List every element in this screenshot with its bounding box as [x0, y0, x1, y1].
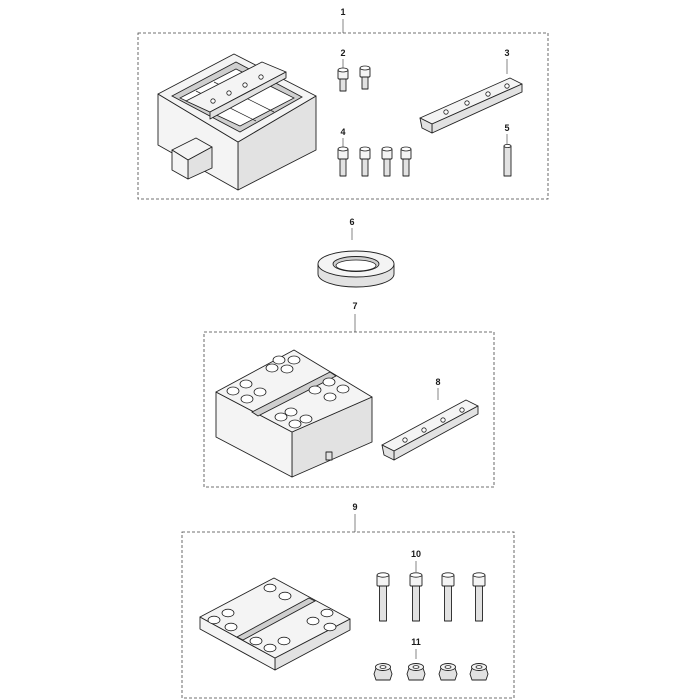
part-10-long-screws[interactable]: [376, 572, 486, 622]
part-5-dowel-pin[interactable]: [503, 143, 512, 177]
part-6-seal-ring[interactable]: [317, 250, 395, 288]
callout-4[interactable]: 4: [340, 127, 345, 137]
part-2-short-screws[interactable]: [337, 65, 371, 92]
callout-1[interactable]: 1: [340, 7, 345, 17]
part-9-base-plate[interactable]: [199, 577, 351, 671]
callout-2[interactable]: 2: [340, 48, 345, 58]
group-9: 9 10: [181, 502, 515, 699]
part-3-jaw-plate[interactable]: [419, 77, 523, 134]
group-1: 1 2: [137, 7, 549, 200]
group-7-frame: [203, 331, 495, 488]
callout-6[interactable]: 6: [349, 217, 354, 227]
callout-3[interactable]: 3: [504, 48, 509, 58]
part-11-nuts[interactable]: [373, 663, 489, 681]
callout-5[interactable]: 5: [504, 123, 509, 133]
part-4-cap-screws[interactable]: [337, 146, 412, 177]
part-7-fixture-block[interactable]: [215, 349, 373, 478]
group-9-frame: [181, 531, 515, 699]
group-6: 6: [317, 217, 395, 288]
callout-8[interactable]: 8: [435, 377, 440, 387]
callout-9[interactable]: 9: [352, 502, 357, 512]
callout-11[interactable]: 11: [411, 637, 421, 647]
part-1-vise-block[interactable]: [157, 53, 317, 191]
callout-7[interactable]: 7: [352, 301, 357, 311]
group-7: 7: [203, 301, 495, 488]
part-8-jaw-plate[interactable]: [381, 399, 479, 461]
callout-10[interactable]: 10: [411, 549, 421, 559]
